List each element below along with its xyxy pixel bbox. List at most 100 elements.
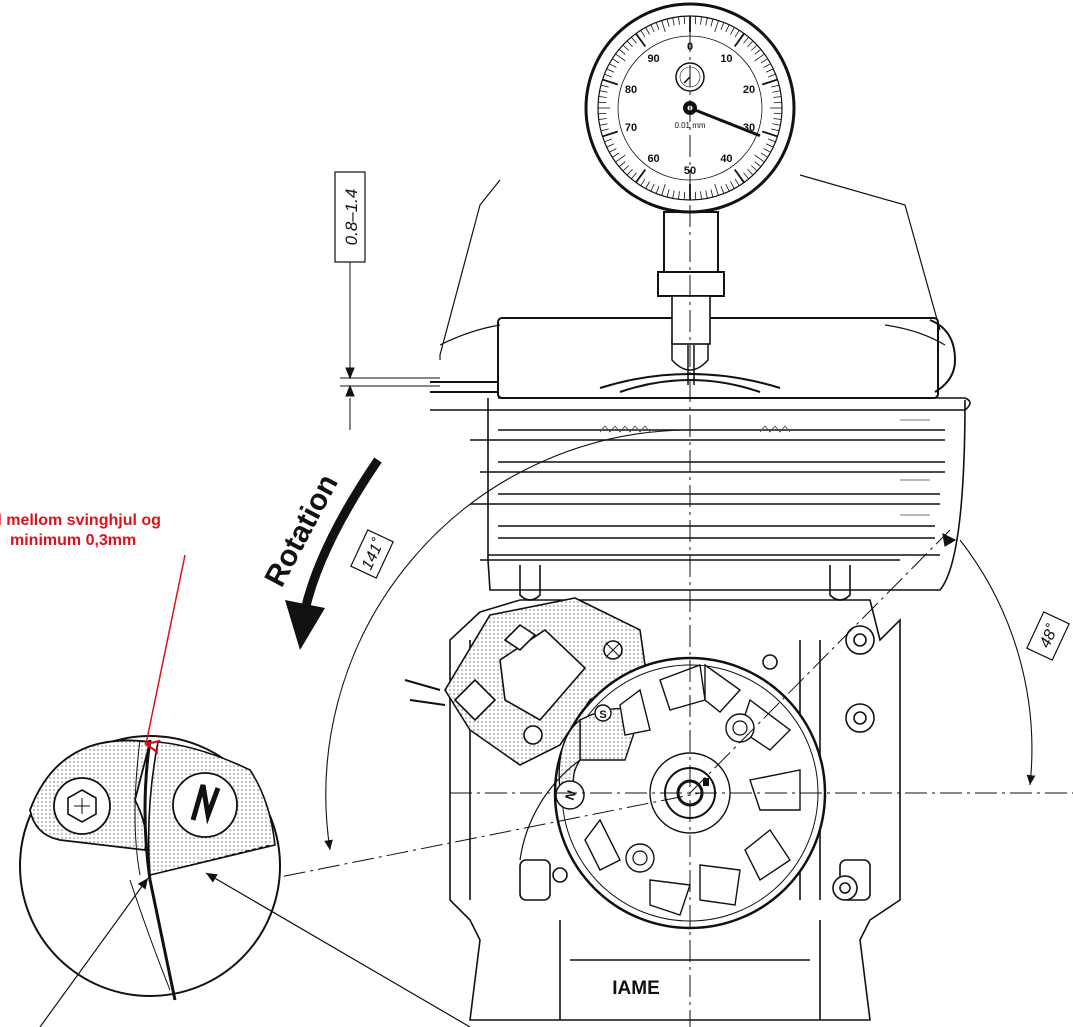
dial-gauge-tick bbox=[730, 27, 735, 35]
magnet-pole-n-marker bbox=[555, 780, 585, 810]
ignition-coil bbox=[404, 597, 646, 766]
dial-gauge-tick bbox=[622, 165, 630, 172]
dial-gauge-tick bbox=[720, 22, 725, 31]
dial-gauge-tick bbox=[661, 183, 666, 196]
dial-gauge-number: 70 bbox=[625, 122, 637, 134]
dial-gauge-tick bbox=[645, 181, 650, 189]
rotation-arrow bbox=[285, 457, 382, 650]
dial-gauge-number: 10 bbox=[720, 53, 732, 65]
dial-gauge-tick bbox=[725, 24, 730, 33]
dial-gauge-tick bbox=[599, 123, 608, 126]
angle-label-48 bbox=[1026, 611, 1070, 661]
dial-gauge-tick bbox=[767, 73, 776, 78]
dial-gauge-tick bbox=[622, 44, 630, 51]
clearance-dimension-label: 0.8–1.4 bbox=[342, 189, 361, 246]
dial-gauge-tick bbox=[604, 73, 613, 78]
dial-gauge-tick bbox=[612, 58, 620, 64]
clearance-dimension bbox=[334, 171, 440, 430]
dial-gauge-tick bbox=[598, 101, 607, 104]
dial-gauge-tick bbox=[604, 138, 613, 143]
dial-gauge-tick bbox=[645, 27, 650, 35]
dial-gauge-tick bbox=[754, 53, 765, 62]
dial-gauge-tick bbox=[700, 191, 702, 200]
angle-label-141 bbox=[350, 529, 394, 579]
dial-gauge-tick bbox=[772, 123, 781, 126]
dial-gauge-tick bbox=[750, 44, 758, 51]
dial-gauge-unit: 0.01 mm bbox=[674, 121, 705, 130]
dial-gauge-tick bbox=[763, 63, 771, 68]
dial-gauge-tick bbox=[615, 154, 626, 163]
dial-gauge-tick bbox=[694, 191, 697, 200]
dial-gauge-tick bbox=[720, 185, 725, 194]
annotation-text-line1: d mellom svinghjul og bbox=[0, 512, 161, 529]
spark-plug-adapter bbox=[671, 340, 709, 385]
dial-gauge-tick bbox=[602, 130, 618, 138]
detail-magnifier bbox=[19, 735, 281, 1001]
dial-gauge-tick bbox=[666, 18, 670, 27]
dial-gauge-tick bbox=[771, 84, 780, 88]
dial-gauge-tick bbox=[618, 161, 626, 167]
dial-gauge-tick bbox=[762, 78, 778, 86]
dial-gauge-tick bbox=[683, 191, 686, 200]
dial-gauge-tick bbox=[655, 22, 660, 31]
dial-gauge-tick bbox=[635, 168, 647, 183]
dial-gauge-tick bbox=[609, 148, 617, 153]
dial-gauge-tick bbox=[710, 189, 714, 198]
dial-gauge-tick bbox=[734, 30, 740, 38]
annotation-text-line2: minimum 0,3mm bbox=[10, 532, 137, 549]
center-lines bbox=[214, 30, 1073, 1027]
cylinder-fin-stipple bbox=[599, 419, 930, 516]
dial-gauge-tick bbox=[606, 68, 615, 73]
dial-gauge-tick bbox=[760, 58, 768, 64]
dial-gauge-tick bbox=[771, 128, 780, 132]
dial-gauge-tick bbox=[666, 189, 670, 198]
cylinder-head-shroud bbox=[439, 174, 946, 360]
dial-gauge-tick bbox=[661, 20, 666, 33]
dial-gauge-tick bbox=[600, 84, 609, 88]
dial-gauge-tick bbox=[765, 68, 774, 73]
dial-gauge-tick bbox=[733, 33, 745, 48]
dial-gauge-tick bbox=[710, 18, 714, 27]
magnet-pole-s: S bbox=[599, 709, 606, 721]
dial-gauge-tick bbox=[734, 178, 740, 186]
dial-gauge-tick bbox=[598, 112, 607, 115]
leader-lines bbox=[39, 872, 471, 1027]
dial-gauge-tick bbox=[672, 17, 675, 26]
dial-gauge-tick bbox=[678, 191, 680, 200]
crankcase-bolts bbox=[552, 625, 875, 901]
dial-gauge-number: 20 bbox=[743, 84, 755, 96]
dial-gauge-tick bbox=[650, 24, 655, 33]
dial-gauge-tick bbox=[683, 16, 686, 25]
dial-gauge-tick bbox=[606, 143, 615, 148]
dial-gauge-tick bbox=[773, 118, 782, 120]
dial-gauge-tick bbox=[600, 128, 609, 132]
dial-gauge-tick bbox=[773, 101, 782, 104]
dial-gauge-tick bbox=[754, 49, 762, 55]
angle-arcs bbox=[324, 429, 1036, 861]
dial-gauge-tick bbox=[635, 33, 647, 48]
dial-gauge-tick bbox=[615, 53, 626, 62]
dial-gauge-tick bbox=[730, 181, 735, 189]
dial-gauge-tick bbox=[750, 165, 758, 172]
dial-gauge-tick bbox=[694, 16, 697, 25]
annotation-arrow bbox=[146, 554, 186, 744]
dial-gauge-tick bbox=[618, 49, 626, 55]
dial-gauge-tick bbox=[640, 30, 646, 38]
dial-gauge-tick bbox=[733, 168, 745, 183]
dial-gauge-tick bbox=[767, 138, 776, 143]
dial-gauge-tick bbox=[754, 161, 762, 167]
dial-gauge-tick bbox=[609, 63, 617, 68]
dial-gauge-tick bbox=[678, 16, 680, 25]
dial-gauge-tick bbox=[763, 148, 771, 153]
dial-gauge-tick bbox=[773, 96, 782, 98]
dial-gauge-number: 80 bbox=[625, 84, 637, 96]
dial-gauge-tick bbox=[743, 172, 749, 180]
dial-gauge-tick bbox=[700, 16, 702, 25]
dial-gauge-tick bbox=[631, 172, 637, 180]
dial-gauge-tick bbox=[602, 78, 618, 86]
dial-gauge-tick bbox=[626, 168, 633, 176]
dial-gauge-tick bbox=[725, 183, 730, 192]
dial-gauge-needle bbox=[688, 106, 761, 137]
dial-gauge-tick bbox=[599, 90, 608, 93]
